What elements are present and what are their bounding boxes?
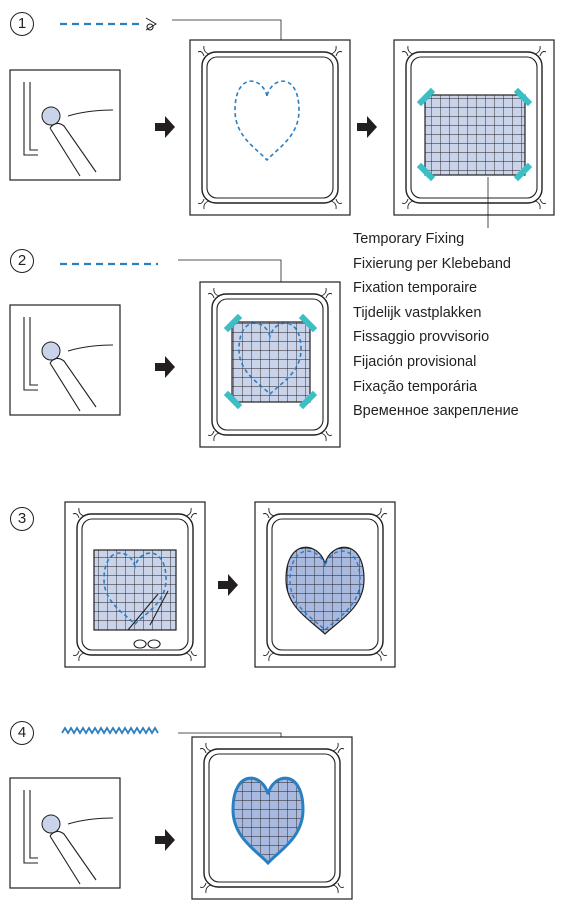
legend-label-nl: Tijdelijk vastplakken (353, 304, 482, 321)
hoop-stroke-tr (332, 742, 345, 754)
tape-2-bl (223, 390, 243, 410)
hoop-stroke-tr (320, 287, 333, 299)
legend-label-pt: Fixação temporária (353, 378, 478, 395)
hoop-inner-frame (271, 518, 379, 651)
hoop-inner-frame (206, 56, 334, 199)
finger (49, 830, 97, 885)
machine-panel (9, 304, 121, 416)
hoop-stroke-bl (262, 650, 275, 662)
arrow-3 (218, 574, 238, 596)
hoop-stroke-bl (207, 430, 220, 442)
start-stop-button (41, 814, 61, 834)
step-3-number: 3 (10, 507, 34, 531)
arrow-1b (357, 116, 377, 138)
legend-label-ru: Временное закрепление (353, 403, 519, 420)
hoop-stroke-tl (197, 45, 210, 57)
hoop-stroke-br (332, 882, 345, 894)
start-button-illustration-4 (9, 777, 121, 889)
hoop-outer-frame (201, 51, 339, 204)
trimmed-heart-stitch (289, 550, 361, 631)
hoop-outer-frame (76, 513, 194, 656)
legend-label-en: Temporary Fixing (353, 231, 465, 247)
hoop-inner-frame (216, 298, 324, 431)
machine-edge (23, 317, 38, 391)
start-stop-button (41, 341, 61, 361)
hoop-stroke-bl (197, 198, 210, 210)
hoop-inner-frame (410, 56, 538, 199)
machine-edge (23, 790, 38, 864)
fabric-square-2 (231, 321, 311, 403)
hoop-stroke-bl (72, 650, 85, 662)
fabric-square-3 (93, 549, 177, 631)
hoop-stroke-tl (207, 287, 220, 299)
arrow-2 (155, 356, 175, 378)
tape-2-br (298, 390, 318, 410)
temporary-fixing-legend: Temporary Fixing Fixierung per Klebeband… (353, 227, 519, 424)
hoop-stroke-tr (185, 507, 198, 519)
heart-tack-stitch (238, 322, 302, 396)
tape-1-tr (513, 87, 533, 107)
trimming-scissors-icon (127, 590, 169, 649)
fabric-square-1 (424, 94, 526, 176)
hoop-sheet (189, 39, 351, 216)
hoop-inner-frame (208, 753, 336, 883)
hoop-stroke-bl (401, 198, 414, 210)
tape-1-tl (416, 87, 436, 107)
tape-1-bl (416, 162, 436, 182)
hoop-outer-frame (405, 51, 543, 204)
hoop-outer-frame (266, 513, 384, 656)
hoop-1a (189, 39, 351, 216)
hoop-stroke-br (320, 430, 333, 442)
hoop-inner-frame (81, 518, 189, 651)
tape-1-br (513, 162, 533, 182)
hoop-stroke-br (375, 650, 388, 662)
start-button-illustration-2 (9, 304, 121, 416)
legend-label-fr: Fixation temporaire (353, 280, 478, 297)
step-1-number: 1 (10, 12, 34, 36)
machine-edge (23, 82, 38, 156)
hoop-outer-frame (203, 748, 341, 888)
scissors-icon (145, 17, 157, 31)
button-cord (67, 344, 114, 352)
zigzag-stitch-sample (61, 726, 159, 735)
hoop-outer-frame (211, 293, 329, 436)
hoop-stroke-tr (330, 45, 343, 57)
step-4-number: 4 (10, 721, 34, 745)
heart-placement-stitch (234, 80, 300, 162)
heart-trim-line (103, 552, 167, 626)
hoop-stroke-tl (401, 45, 414, 57)
start-stop-button (41, 106, 61, 126)
start-button-illustration-1 (9, 69, 121, 181)
hoop-1b (393, 39, 555, 216)
hoop-stroke-br (534, 198, 547, 210)
button-cord (67, 109, 114, 117)
tape-2-tl (223, 313, 243, 333)
finger (49, 357, 97, 412)
tape-2-tr (298, 313, 318, 333)
legend-label-it: Fissaggio provvisorio (353, 329, 490, 346)
finger (49, 122, 97, 177)
hoop-stroke-tr (534, 45, 547, 57)
finished-appliqué-heart (231, 776, 305, 866)
hoop-stroke-tl (262, 507, 275, 519)
hoop-stroke-br (330, 198, 343, 210)
legend-label-es: Fijación provisional (353, 353, 477, 370)
arrow-1a (155, 116, 175, 138)
machine-panel (9, 777, 121, 889)
hoop-stroke-bl (199, 882, 212, 894)
arrow-4 (155, 829, 175, 851)
hoop-stroke-tl (199, 742, 212, 754)
hoop-stroke-br (185, 650, 198, 662)
machine-panel (9, 69, 121, 181)
legend-label-de: Fixierung per Klebeband (353, 255, 511, 272)
hoop-stroke-tl (72, 507, 85, 519)
hoop-stroke-tr (375, 507, 388, 519)
step-2-number: 2 (10, 249, 34, 273)
button-cord (67, 817, 114, 825)
